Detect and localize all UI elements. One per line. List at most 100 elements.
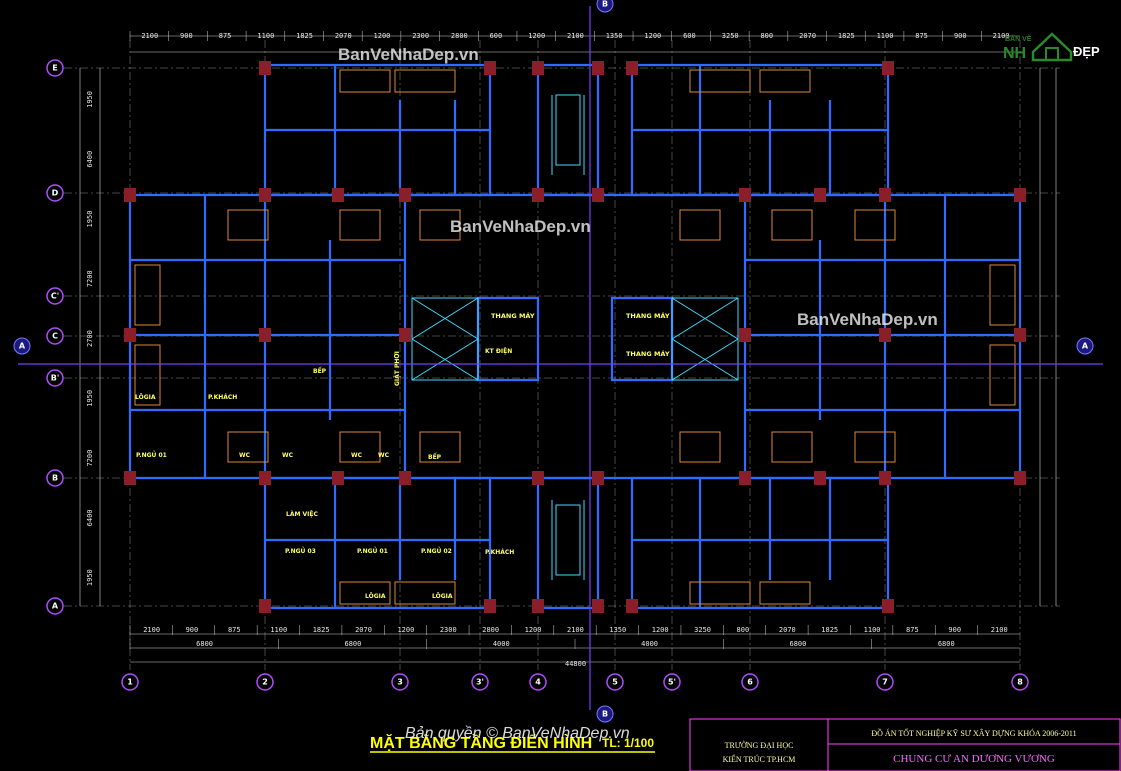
room-label-kitchen: BẾP: [428, 453, 442, 461]
bottom-dimension: 875: [228, 626, 241, 634]
watermark: BanVeNhaDep.vn: [338, 45, 479, 64]
copyright-watermark: Bản quyền © BanVeNhaDep.vn: [405, 725, 630, 742]
top-dimension: 1825: [838, 32, 855, 40]
bottom-dimension: 1200: [652, 626, 669, 634]
room-label-loggia: LÔGIA: [432, 593, 453, 600]
top-dimension: 2100: [567, 32, 584, 40]
top-dimension: 600: [683, 32, 696, 40]
top-dimension: 800: [760, 32, 773, 40]
axis-label-horizontal: D: [52, 189, 59, 198]
left-dimension: 1950: [86, 569, 94, 586]
total-dimension: 44800: [565, 660, 586, 668]
room-label-kitchen: BẾP: [313, 367, 327, 375]
section-marker-top: B: [596, 0, 614, 13]
room-label-wc: WC: [282, 452, 294, 459]
room-label-bedroom: P.NGỦ 02: [421, 547, 452, 555]
axis-label-vertical: 2: [262, 678, 268, 687]
top-dimension: 2100: [993, 32, 1010, 40]
bottom-dimension: 2800: [482, 626, 499, 634]
room-label-bedroom: P.NGỦ 03: [285, 547, 316, 555]
room-label-elevator: THANG MÁY: [491, 311, 535, 320]
section-marker-right: A: [1076, 337, 1094, 355]
room-label-living: P.KHÁCH: [208, 394, 237, 401]
bottom-dimension: 6800: [938, 640, 955, 648]
bottom-dimension: 1100: [864, 626, 881, 634]
top-dimension: 1100: [257, 32, 274, 40]
room-label-living: P.KHÁCH: [485, 549, 514, 556]
axis-label-vertical: 3: [397, 678, 403, 687]
room-label-bedroom: P.NGỦ 01: [357, 547, 388, 555]
bottom-dimension: 2070: [355, 626, 372, 634]
bottom-dimension: 6800: [196, 640, 213, 648]
building-name: CHUNG CƯ AN DƯƠNG VƯƠNG: [893, 753, 1055, 765]
section-lines: [18, 6, 1103, 710]
section-marker-bottom: B: [596, 705, 614, 723]
bottom-dimension: 6800: [345, 640, 362, 648]
left-dimension: 6400: [86, 151, 94, 168]
top-dimension: 1825: [296, 32, 313, 40]
axis-label-vertical: 7: [882, 678, 888, 687]
room-labels: THANG MÁY THANG MÁY THANG MÁY KT ĐIỆN BẾ…: [135, 311, 670, 600]
bottom-dimension: 800: [737, 626, 750, 634]
bottom-dimension: 2100: [143, 626, 160, 634]
dimension-lines: 2100 900 875 1100 1825 2070 1200 2300 2800 600 120…: [79, 31, 1057, 668]
left-dimension: 1950: [86, 91, 94, 108]
drawing-scale: TL: 1/100: [602, 736, 654, 750]
axis-label-horizontal: A: [52, 602, 59, 611]
watermark: BanVeNhaDep.vn: [450, 217, 591, 236]
bottom-dimension: 2300: [440, 626, 457, 634]
bottom-dimension: 1350: [609, 626, 626, 634]
room-label-electric: KT ĐIỆN: [485, 347, 512, 355]
top-dimension: 2800: [451, 32, 468, 40]
bottom-dimension: 1825: [313, 626, 330, 634]
top-dimension: 2070: [335, 32, 352, 40]
top-dimension: 3250: [722, 32, 739, 40]
left-dimension: 7200: [86, 450, 94, 467]
svg-text:B: B: [602, 710, 608, 719]
svg-text:BẢN VẼ: BẢN VẼ: [1005, 34, 1032, 43]
top-dimension: 2100: [141, 32, 158, 40]
bottom-dimension: 875: [906, 626, 919, 634]
left-dimension: 6400: [86, 509, 94, 526]
axis-label-vertical: 6: [747, 678, 753, 687]
bottom-dimension: 2070: [779, 626, 796, 634]
bottom-dimension: 1200: [525, 626, 542, 634]
bottom-dimension: 2100: [991, 626, 1008, 634]
top-dimension: 875: [219, 32, 232, 40]
room-label-bedroom: P.NGỦ 01: [136, 451, 167, 459]
top-dimension: 2300: [412, 32, 429, 40]
bottom-dimension: 900: [186, 626, 199, 634]
project-title: ĐỒ ÁN TỐT NGHIỆP KỸ SƯ XÂY DỰNG KHÓA 200…: [871, 728, 1076, 738]
axis-label-vertical: 1: [127, 678, 133, 687]
bottom-dimension: 4000: [641, 640, 658, 648]
svg-text:NH: NH: [1003, 45, 1026, 62]
top-dimension: 1350: [606, 32, 623, 40]
bottom-dimension: 3250: [694, 626, 711, 634]
bottom-dimension: 1200: [397, 626, 414, 634]
top-dimension: 600: [490, 32, 503, 40]
bottom-dimension: 4000: [493, 640, 510, 648]
svg-text:ĐẸP: ĐẸP: [1073, 44, 1100, 59]
axis-label-vertical: 3': [476, 678, 484, 687]
bottom-dimension: 2100: [567, 626, 584, 634]
room-label-elevator: THANG MÁY: [626, 349, 670, 358]
section-marker-left: A: [13, 337, 31, 355]
bottom-dimension: 1100: [270, 626, 287, 634]
room-label-work: LÀM VIỆC: [286, 510, 319, 518]
room-label-wc: WC: [239, 452, 251, 459]
svg-text:B: B: [602, 0, 608, 9]
axis-label-vertical: 5': [668, 678, 676, 687]
grid-lines: [48, 40, 1060, 670]
room-label-wc: WC: [351, 452, 363, 459]
axis-label-vertical: 4: [535, 678, 541, 687]
left-dimension: 1950: [86, 211, 94, 228]
fixtures: [134, 69, 1016, 605]
top-dimension: 900: [954, 32, 967, 40]
elevator-shafts: [411, 94, 739, 580]
top-dimension: 1100: [877, 32, 894, 40]
bottom-dimension: 900: [948, 626, 961, 634]
drawing-title: MẶT BẰNG TẦNG ĐIỂN HÌNH: [370, 733, 592, 752]
room-label-loggia: LÔGIA: [365, 593, 386, 600]
top-dimension: 2070: [799, 32, 816, 40]
